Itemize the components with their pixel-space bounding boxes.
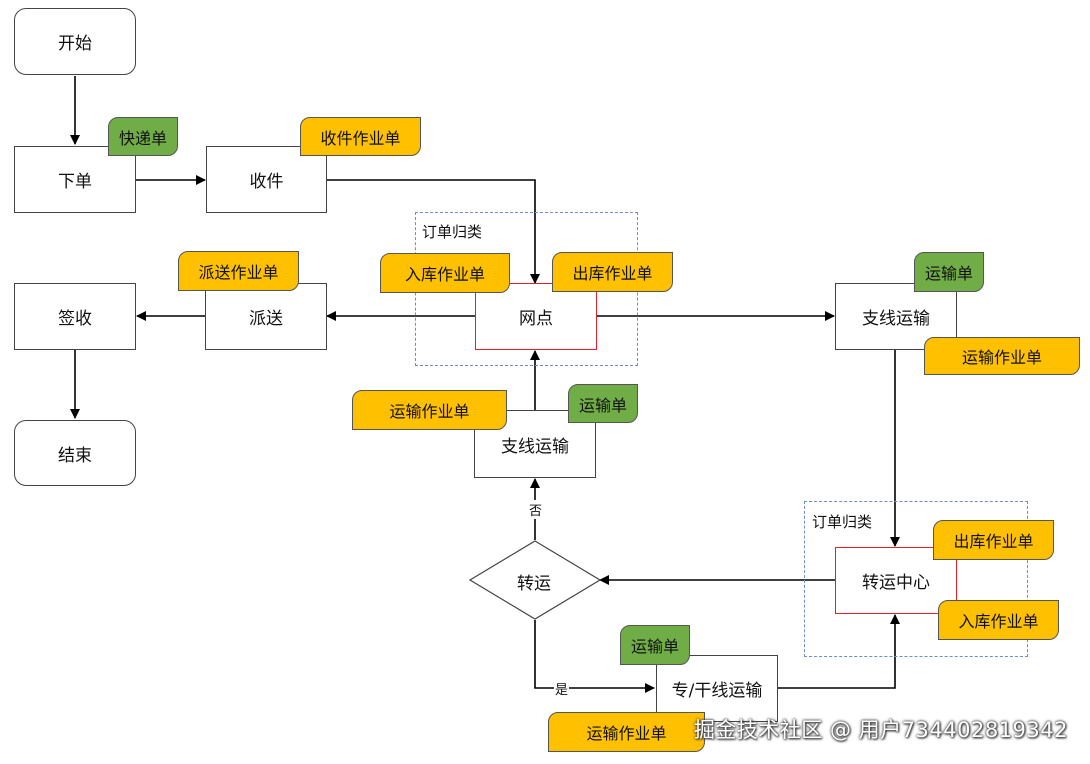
outbound-job-outlet-tag: 出库作业单: [552, 252, 673, 292]
outlet-group-label: 订单归类: [422, 223, 483, 241]
transport-bill-trunk-tag: 运输单: [620, 625, 690, 665]
delivery-job-tag: 派送作业单: [178, 251, 299, 291]
sign-node[interactable]: 签收: [14, 283, 136, 350]
transport-job-trunk-tag: 运输作业单: [548, 712, 705, 752]
express-bill-tag: 快递单: [108, 117, 178, 156]
deliver-node[interactable]: 派送: [205, 283, 327, 350]
inbound-job-center-tag: 入库作业单: [938, 600, 1059, 640]
center-group-box: [804, 501, 1028, 657]
transfer-decision-label[interactable]: 转运: [517, 574, 551, 594]
pickup-node[interactable]: 收件: [206, 146, 327, 213]
watermark-text: 掘金技术社区 @ 用户734402819342: [693, 718, 1068, 742]
edge-pickup-outlet: [327, 179, 540, 284]
outbound-job-center-tag: 出库作业单: [933, 520, 1054, 560]
transport-job-center-tag: 运输作业单: [352, 390, 507, 430]
outlet-node[interactable]: 网点: [475, 283, 597, 350]
edge-label-no: 否: [528, 500, 544, 519]
edge-trunk-center: [777, 614, 900, 689]
order-node[interactable]: 下单: [14, 146, 136, 213]
start-node[interactable]: 开始: [14, 8, 136, 75]
edge-decision-trunk: [534, 620, 655, 693]
transport-job-right-tag: 运输作业单: [924, 337, 1080, 375]
transport-bill-center-tag: 运输单: [568, 384, 638, 423]
end-node[interactable]: 结束: [14, 420, 136, 486]
trunk-transport-node[interactable]: 专/干线运输: [656, 655, 778, 722]
transfer-decision-diamond: [468, 540, 602, 620]
edge-label-yes: 是: [554, 679, 570, 698]
pickup-job-tag: 收件作业单: [300, 117, 421, 156]
inbound-job-outlet-tag: 入库作业单: [380, 253, 510, 293]
center-group-label: 订单归类: [812, 513, 873, 531]
transport-bill-right-tag: 运输单: [914, 252, 984, 292]
